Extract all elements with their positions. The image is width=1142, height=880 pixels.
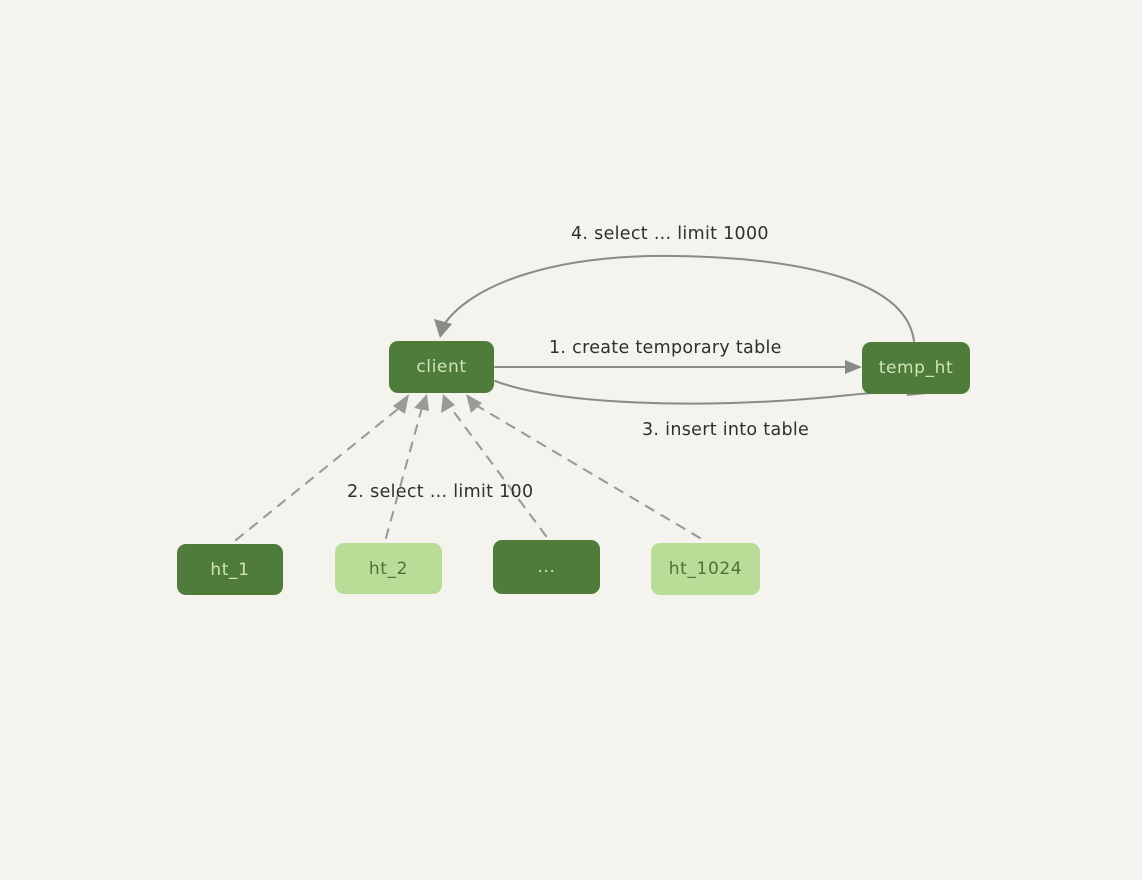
edge-label-step4: 4. select ... limit 1000 — [571, 224, 769, 244]
node-client-label: client — [416, 357, 467, 377]
edge-label-step3: 3. insert into table — [642, 420, 810, 440]
node-ht-1[interactable]: ht_1 — [177, 544, 283, 595]
node-temp-ht-label: temp_ht — [878, 358, 954, 378]
edge-label-step1: 1. create temporary table — [549, 338, 782, 358]
node-ht-1024[interactable]: ht_1024 — [651, 543, 760, 595]
arrowhead-step2-ht2 — [414, 394, 429, 411]
node-client[interactable]: client — [389, 341, 494, 393]
edge-label-step2: 2. select ... limit 100 — [347, 482, 534, 502]
node-ht-1-label: ht_1 — [210, 559, 250, 580]
arrowhead-step2-ht1 — [393, 394, 409, 414]
node-ht-2[interactable]: ht_2 — [335, 543, 442, 594]
node-ht-1024-label: ht_1024 — [668, 559, 743, 579]
edge-step2-htellipsis — [441, 394, 548, 538]
edge-step4 — [434, 254, 915, 342]
node-temp-ht[interactable]: temp_ht — [862, 342, 970, 394]
arrowhead-step2-htellipsis — [441, 394, 455, 413]
arrowhead-step2-ht1024 — [466, 394, 482, 413]
node-ht-ellipsis[interactable]: ... — [493, 540, 600, 594]
arrowhead-step4 — [434, 319, 452, 338]
arrowhead-step1 — [845, 360, 862, 374]
edge-step1 — [494, 360, 862, 374]
edge-step2-ht2 — [384, 394, 429, 540]
edge-step2-ht1 — [234, 394, 409, 542]
node-ht-ellipsis-label: ... — [537, 557, 556, 577]
edge-step2-ht1024 — [466, 394, 702, 540]
node-ht-2-label: ht_2 — [368, 558, 409, 579]
